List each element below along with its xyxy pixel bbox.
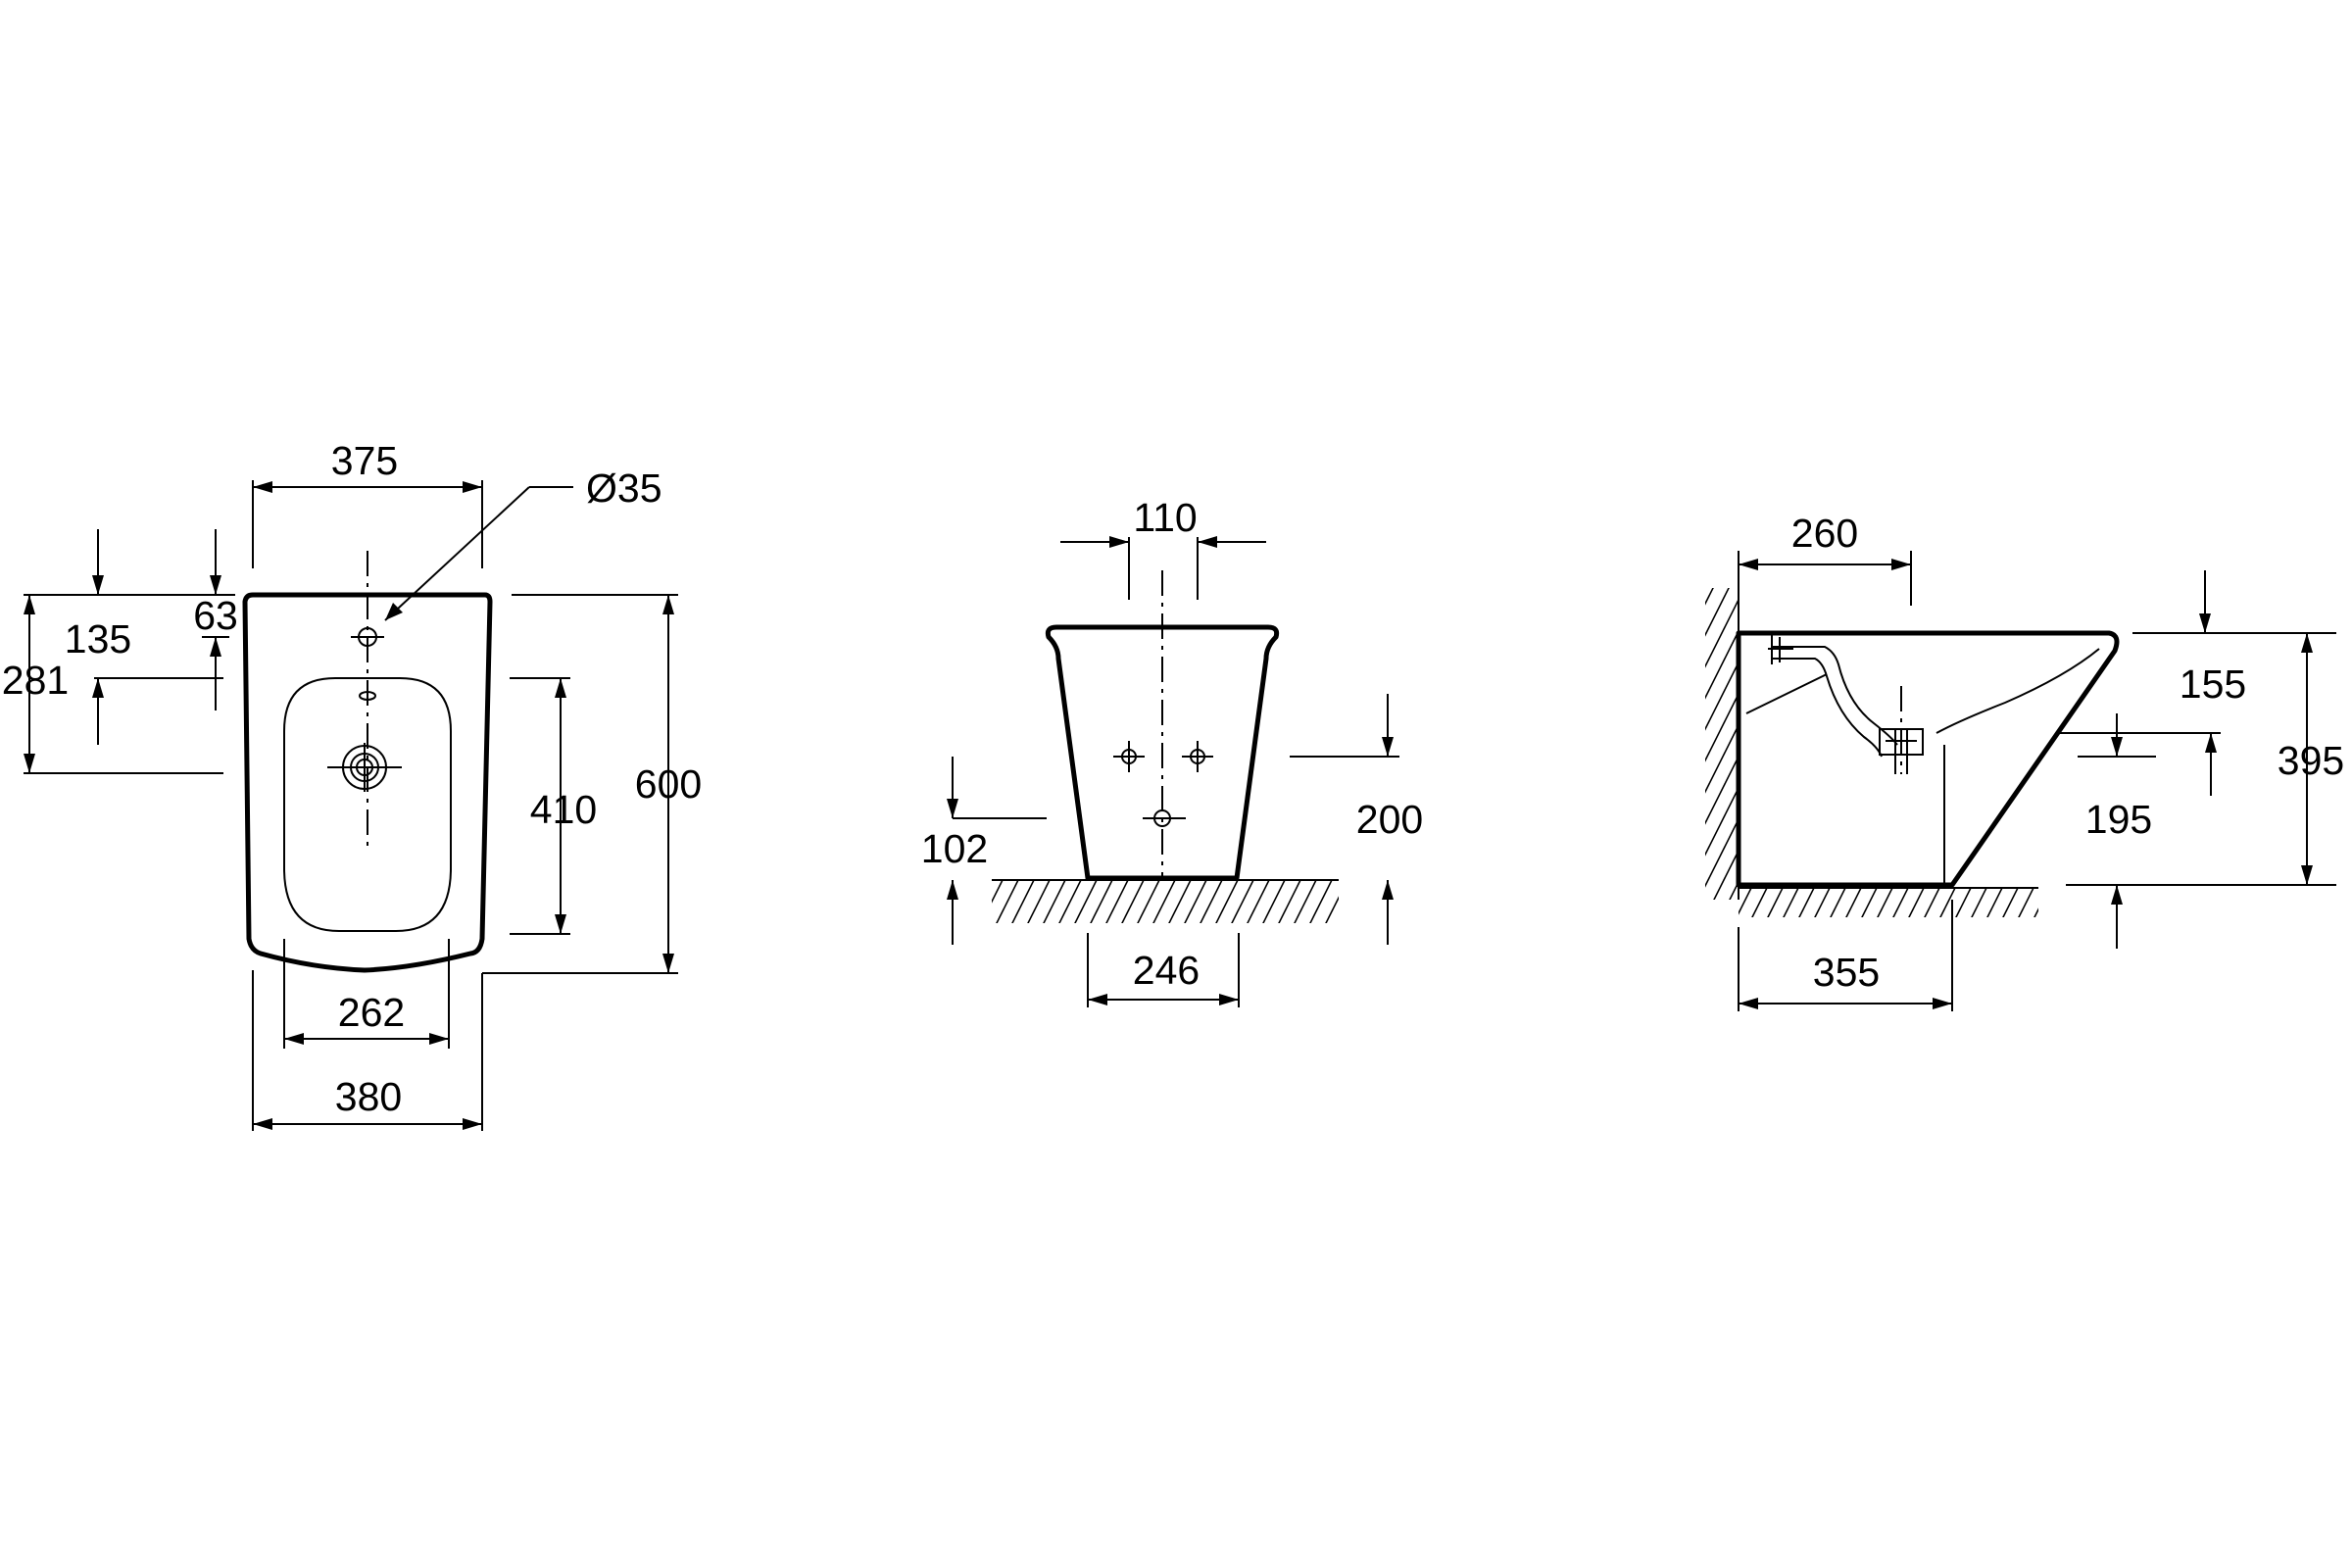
top-view: 375 Ø35 600 410 63: [2, 438, 702, 1131]
dim-top-depth: 260: [1791, 511, 1858, 556]
dim-base-width: 246: [1133, 948, 1200, 993]
dim-hole-diameter: Ø35: [586, 466, 662, 511]
dim-offset-small: 63: [193, 593, 238, 638]
supply-hole: [1143, 809, 1186, 827]
dim-bowl-length: 410: [530, 787, 597, 832]
floor-hatch-front: [992, 880, 1339, 923]
bidet-outline-side: [1736, 630, 2120, 888]
front-view: 110 102 200 246: [921, 495, 1423, 1007]
overflow-hole: [359, 691, 376, 701]
dim-total-height: 395: [2278, 738, 2344, 783]
fixing-hole-right: [1182, 741, 1213, 772]
dim-outlet-depth: 155: [2180, 662, 2246, 707]
dim-base-depth: 355: [1813, 950, 1880, 995]
dim-width-top: 375: [331, 438, 398, 483]
bidet-outline-front: [1045, 624, 1280, 881]
drain-hole: [327, 743, 402, 792]
dim-lower-hole-height: 102: [921, 826, 988, 871]
floor-hatch-side: [1739, 888, 2038, 917]
dim-outlet-height: 195: [2085, 797, 2152, 842]
dim-fixing-height: 200: [1356, 797, 1423, 842]
siphon-channel: [1772, 646, 1898, 758]
outlet-fitting: [1879, 728, 1924, 774]
bowl-outline: [283, 677, 452, 932]
tap-hole: [351, 627, 384, 647]
dim-bowl-width: 262: [338, 990, 405, 1035]
dim-fixing-spacing: 110: [1133, 495, 1197, 540]
side-view: 260 155 195 395 355: [1705, 511, 2344, 1011]
inlet-fitting: [1768, 635, 1793, 664]
bidet-outline-top: [242, 592, 493, 973]
dim-offset-mid: 135: [65, 616, 131, 662]
dim-offset-large: 281: [2, 658, 69, 703]
wall-hatch: [1705, 588, 1739, 900]
bowl-interior-line: [1745, 648, 2100, 734]
dim-width-bottom: 380: [335, 1074, 402, 1119]
dim-total-length: 600: [635, 761, 702, 807]
fixing-hole-left: [1113, 741, 1145, 772]
